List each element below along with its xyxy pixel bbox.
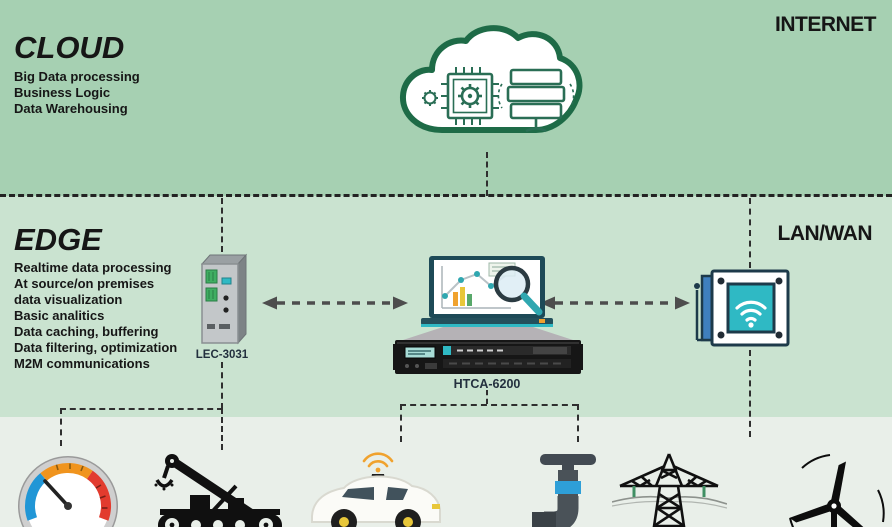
- devices-band: [0, 417, 892, 527]
- internet-label: INTERNET: [775, 13, 877, 36]
- wifi-icon: [735, 300, 767, 322]
- water-faucet-icon: [518, 452, 613, 527]
- edge-feature: Basic analitics: [14, 308, 105, 323]
- cloud-feature: Data Warehousing: [14, 101, 128, 116]
- boundary-to-gateway-connector: [221, 198, 223, 252]
- server-wifi-arrow: [540, 295, 690, 316]
- cloud-to-boundary-connector: [486, 152, 488, 196]
- cloud-feature: Big Data processing: [14, 69, 140, 84]
- edge-feature: Data filtering, optimization: [14, 340, 178, 355]
- wifi-down-connector: [749, 350, 751, 437]
- cloud-title: CLOUD: [14, 30, 125, 65]
- gateway-down-connector: [221, 362, 223, 409]
- branch-to-faucet-connector: [577, 404, 579, 442]
- edge-feature: Realtime data processing: [14, 260, 172, 275]
- branch-to-gauge-connector: [60, 408, 62, 446]
- database-server-icon: [497, 68, 575, 133]
- magnifier-icon: [493, 265, 543, 316]
- branch-to-crane-connector: [221, 408, 223, 450]
- power-tower-icon: [611, 450, 728, 527]
- wifi-gateway-icon: [688, 268, 792, 355]
- gateway-branch-connector: [60, 408, 223, 410]
- cloud-computing-icon: [390, 18, 590, 159]
- cpu-chip-icon: [441, 67, 499, 125]
- lan-wan-label: LAN/WAN: [777, 222, 873, 245]
- boundary-to-wifi-connector: [749, 198, 751, 268]
- server-down-connector: [486, 390, 488, 404]
- server-branch-connector: [400, 404, 578, 406]
- robotic-crane-icon: [152, 452, 287, 527]
- pressure-gauge-icon: [12, 444, 124, 527]
- car-wifi-icon: [362, 452, 394, 468]
- cloud-edge-boundary-line: [0, 194, 892, 197]
- edge-feature: M2M communications: [14, 356, 150, 371]
- edge-server-label: HTCA-6200: [453, 377, 521, 391]
- autonomous-car-icon: [302, 448, 450, 527]
- rack-server-icon: [393, 340, 583, 374]
- wind-turbine-icon: [772, 452, 887, 527]
- edge-gateway-label: LEC-3031: [195, 349, 249, 361]
- edge-feature: data visualization: [14, 292, 123, 307]
- gateway-server-arrow: [262, 295, 408, 316]
- laptop-analytics-icon: [393, 254, 583, 381]
- branch-to-car-connector: [400, 404, 402, 442]
- industrial-pc-icon: [192, 250, 254, 355]
- gear-icon: [422, 90, 438, 106]
- edge-feature: Data caching, buffering: [14, 324, 159, 339]
- cloud-feature: Business Logic: [14, 85, 111, 100]
- edge-title: EDGE: [14, 222, 102, 257]
- edge-feature: At source/on premises: [14, 276, 155, 291]
